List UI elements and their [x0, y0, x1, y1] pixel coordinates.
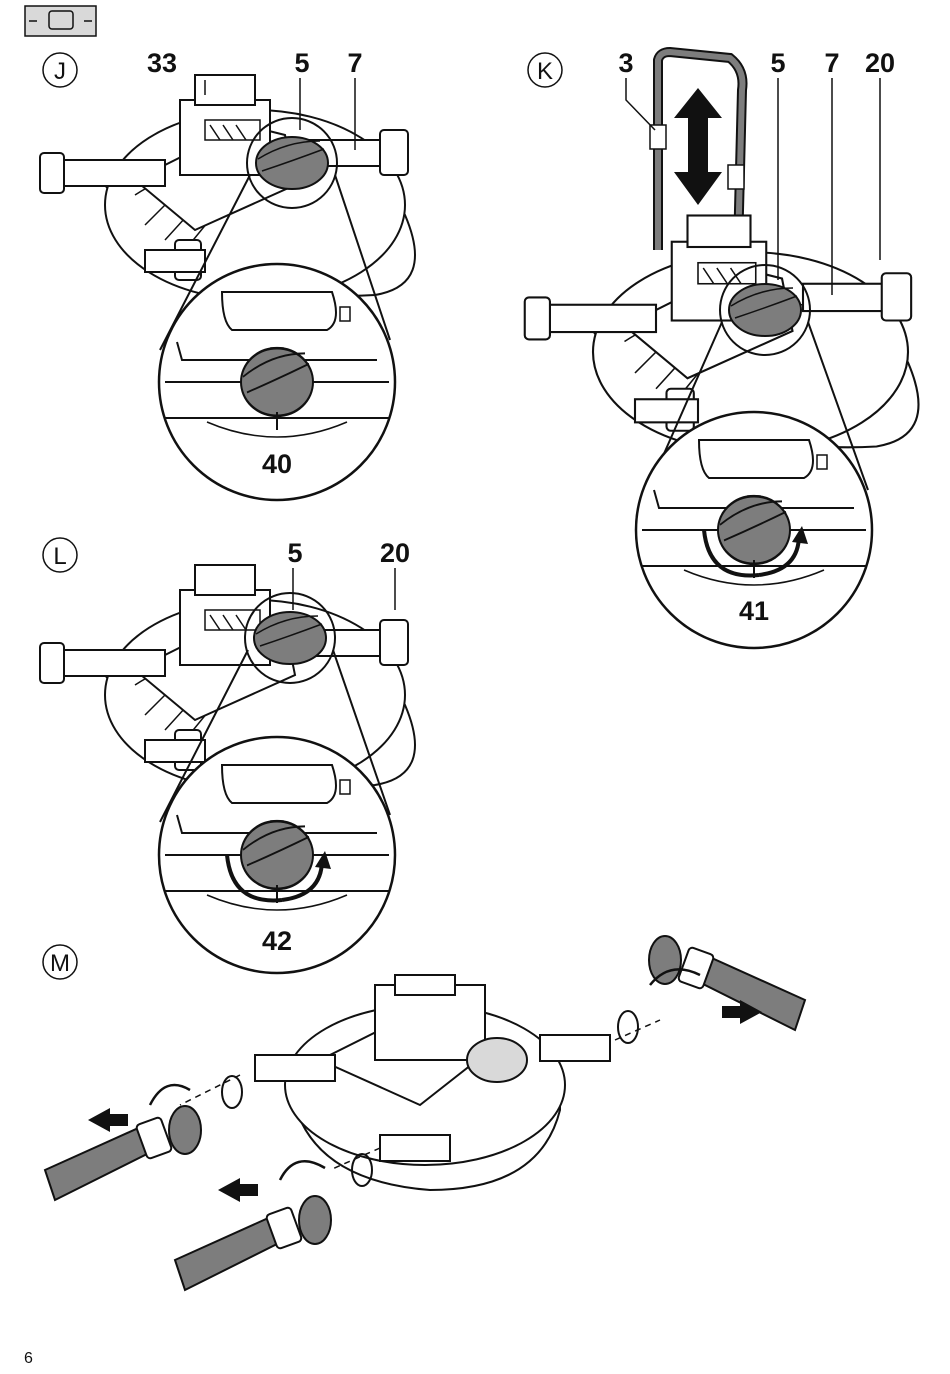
figure-j: J 33 5 7 40: [40, 48, 415, 500]
figure-letter-j: J: [54, 58, 66, 85]
callout-7: 7: [824, 48, 839, 78]
figure-letter-k: K: [537, 58, 553, 85]
device-rectangle-icon: [25, 6, 96, 36]
figure-m: M: [43, 936, 805, 1290]
callout-7: 7: [347, 48, 362, 78]
callout-41: 41: [739, 596, 769, 626]
callout-20: 20: [380, 538, 410, 568]
callout-20: 20: [865, 48, 895, 78]
callout-33: 33: [147, 48, 177, 78]
outflow-arrow-icon: [88, 1108, 128, 1132]
page-number: 6: [24, 1350, 33, 1368]
callout-42: 42: [262, 926, 292, 956]
figure-k: K 3 5 7 20 41: [525, 48, 919, 648]
callout-40: 40: [262, 449, 292, 479]
callout-5: 5: [770, 48, 785, 78]
outflow-arrow-icon: [218, 1178, 258, 1202]
figure-l: L 5 20 42: [40, 538, 415, 973]
figure-letter-l: L: [53, 543, 66, 570]
up-down-arrow-icon: [674, 88, 722, 205]
callout-3: 3: [618, 48, 633, 78]
figure-letter-m: M: [50, 950, 70, 977]
callout-5: 5: [294, 48, 309, 78]
callout-5: 5: [287, 538, 302, 568]
